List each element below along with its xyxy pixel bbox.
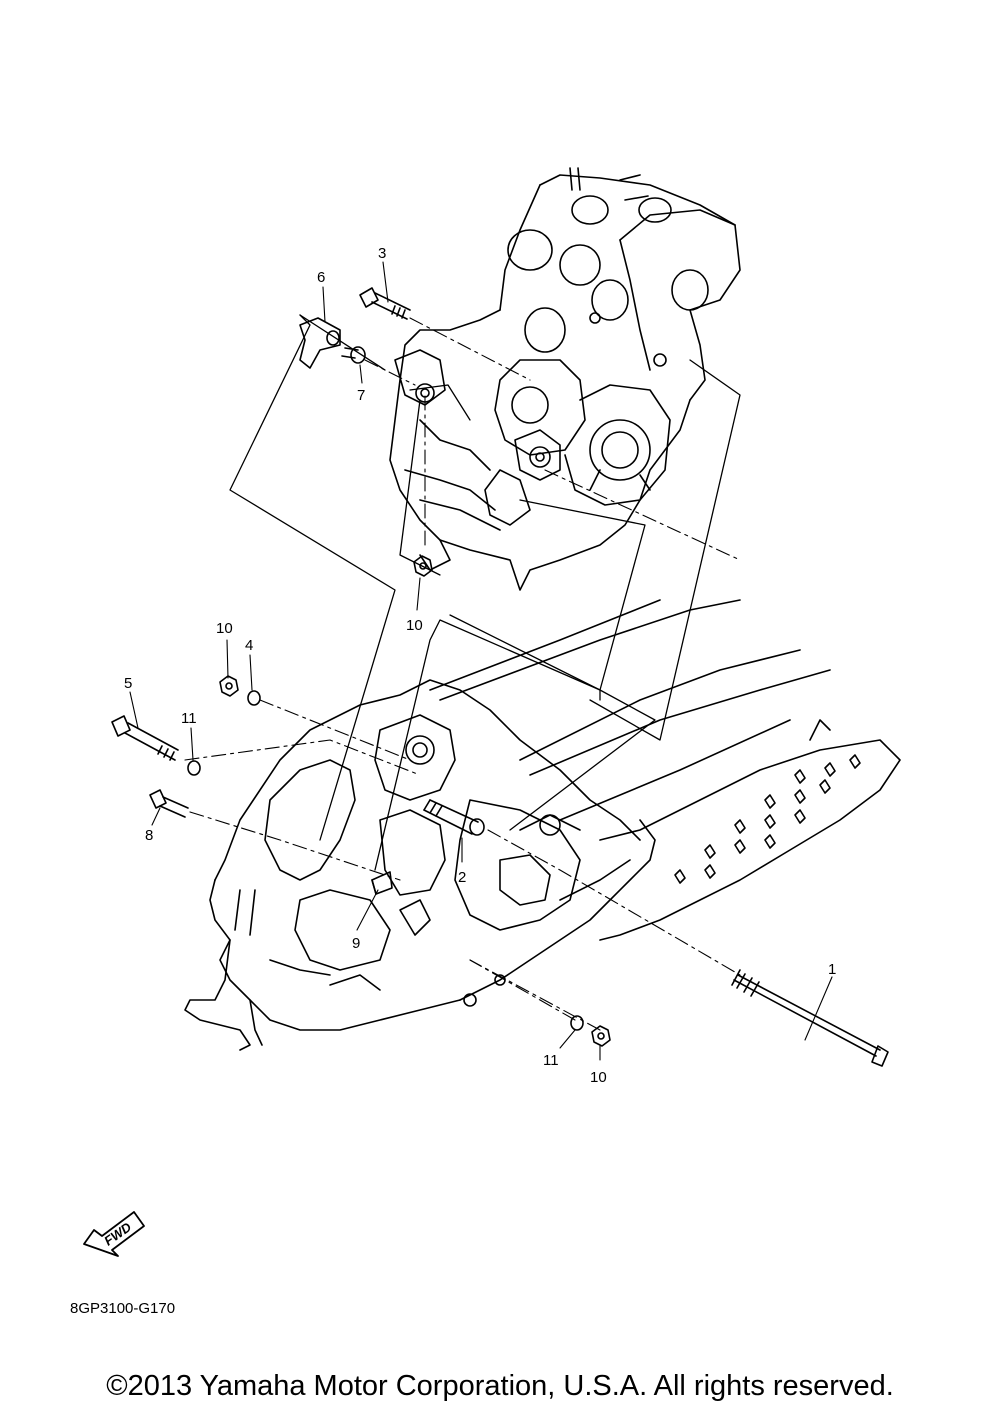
part-8-bolt xyxy=(149,789,189,818)
part-9-stud xyxy=(371,871,393,895)
part-7-collar xyxy=(341,346,366,364)
callout-6: 6 xyxy=(317,269,325,286)
callout-9: 9 xyxy=(352,935,360,952)
diagram-code: 8GP3100-G170 xyxy=(70,1300,176,1317)
part-4-washer xyxy=(247,690,261,706)
fwd-arrow-icon xyxy=(83,1211,145,1257)
callout-8: 8 xyxy=(145,827,153,844)
callout-labels: 1 2 3 4 5 6 7 8 9 10 10 10 11 11 xyxy=(124,245,836,1086)
part-10-nut-top xyxy=(413,555,433,577)
part-3-bolt xyxy=(359,287,411,320)
callout-11-left: 11 xyxy=(181,710,197,727)
callout-10-bottom: 10 xyxy=(590,1069,607,1086)
part-1-long-bolt xyxy=(731,969,889,1067)
leader-lines xyxy=(129,261,833,1061)
callout-11-bottom: 11 xyxy=(543,1052,559,1069)
callout-2: 2 xyxy=(458,869,466,886)
part-11-washer-bottom xyxy=(570,1015,584,1031)
part-2-shaft xyxy=(423,799,485,836)
part-5-bolt xyxy=(111,715,179,761)
callout-7: 7 xyxy=(357,387,365,404)
part-11-washer-left xyxy=(187,760,201,776)
assembly-lines xyxy=(184,317,741,1031)
mounting-plane-outlines xyxy=(229,314,741,871)
part-10-nut-left xyxy=(219,675,239,697)
callout-4: 4 xyxy=(245,637,253,654)
part-10-nut-bottom xyxy=(591,1025,611,1047)
callout-5: 5 xyxy=(124,675,132,692)
callout-10-top: 10 xyxy=(406,617,423,634)
engine-illustration xyxy=(389,167,741,591)
callout-10-left: 10 xyxy=(216,620,233,637)
callout-1: 1 xyxy=(828,961,836,978)
frame-illustration xyxy=(184,599,901,1051)
part-6-bracket xyxy=(299,317,341,369)
callout-3: 3 xyxy=(378,245,386,262)
copyright-notice: ©2013 Yamaha Motor Corporation, U.S.A. A… xyxy=(106,1370,894,1402)
